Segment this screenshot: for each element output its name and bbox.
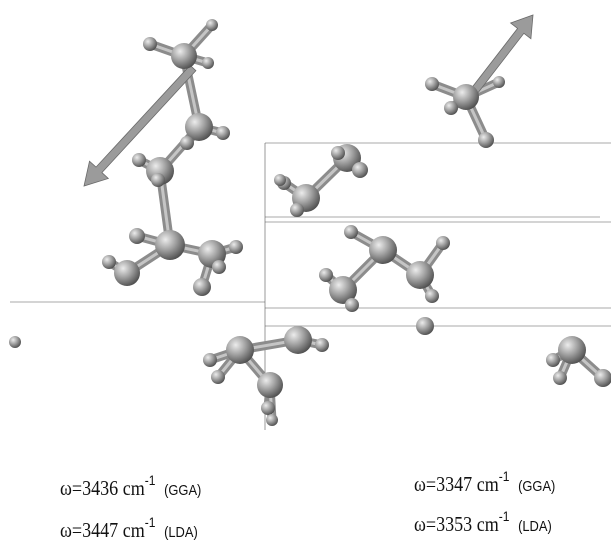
unit-exponent: -1	[498, 468, 510, 484]
carbon-atom	[114, 260, 140, 286]
carbon-atom	[171, 43, 197, 69]
method-label: (LDA)	[518, 518, 552, 535]
carbon-atom	[369, 236, 397, 264]
hydrogen-atom	[444, 101, 458, 115]
carbon-atom	[226, 336, 254, 364]
hydrogen-atom	[266, 414, 278, 426]
hydrogen-atom	[331, 146, 345, 160]
left-freq-lda-label: ω=3447 cm-1 (LDA)	[60, 514, 198, 543]
freq-value: 3347	[436, 472, 473, 496]
freq-unit: cm	[122, 476, 145, 500]
carbon-atom	[406, 261, 434, 289]
carbon-atom	[329, 276, 357, 304]
hydrogen-atom	[203, 353, 217, 367]
omega-symbol: ω=	[60, 518, 83, 542]
hydrogen-atom	[352, 162, 368, 178]
hydrogen-atom	[129, 228, 145, 244]
carbon-atom	[453, 84, 479, 110]
freq-unit: cm	[476, 472, 499, 496]
hydrogen-atom	[436, 236, 450, 250]
hydrogen-atom	[202, 57, 214, 69]
hydrogen-atom	[132, 153, 146, 167]
hydrogen-atom	[212, 260, 226, 274]
hydrogen-atom	[319, 268, 333, 282]
atoms	[9, 19, 611, 426]
left-freq-gga-label: ω=3436 cm-1 (GGA)	[60, 472, 202, 501]
hydrogen-atom	[193, 278, 211, 296]
hydrogen-atom	[546, 353, 560, 367]
unit-exponent: -1	[498, 508, 510, 524]
omega-symbol: ω=	[60, 476, 83, 500]
method-label: (LDA)	[164, 524, 198, 541]
hydrogen-atom	[425, 289, 439, 303]
freq-unit: cm	[122, 518, 145, 542]
freq-value: 3447	[82, 518, 119, 542]
hydrogen-atom	[206, 19, 218, 31]
hydrogen-atom	[493, 76, 505, 88]
hydrogen-atom	[180, 136, 194, 150]
hydrogen-atom	[261, 401, 275, 415]
displacement-arrow	[468, 14, 534, 97]
hydrogen-atom	[9, 336, 21, 348]
hydrogen-atom	[143, 37, 157, 51]
hydrogen-atom	[425, 77, 439, 91]
unit-exponent: -1	[144, 472, 156, 488]
hydrogen-atom	[151, 173, 165, 187]
freq-value: 3436	[82, 476, 119, 500]
hydrogen-atom	[229, 240, 243, 254]
hydrogen-atom	[478, 132, 494, 148]
freq-unit: cm	[476, 512, 499, 536]
hydrogen-atom	[290, 203, 304, 217]
hydrogen-atom	[416, 317, 434, 335]
hydrogen-atom	[344, 225, 358, 239]
freq-value: 3353	[436, 512, 473, 536]
omega-symbol: ω=	[414, 512, 437, 536]
carbon-atom	[558, 336, 586, 364]
right-freq-gga-label: ω=3347 cm-1 (GGA)	[414, 468, 556, 497]
hydrogen-atom	[553, 371, 567, 385]
hydrogen-atom	[274, 174, 286, 186]
omega-symbol: ω=	[414, 472, 437, 496]
hydrogen-atom	[594, 369, 611, 387]
unit-exponent: -1	[144, 514, 156, 530]
carbon-atom	[185, 113, 213, 141]
displacement-arrow	[83, 64, 197, 187]
displacement-arrows	[83, 14, 534, 187]
method-label: (GGA)	[164, 482, 202, 499]
hydrogen-atom	[211, 370, 225, 384]
carbon-atom	[155, 230, 185, 260]
hydrogen-atom	[345, 298, 359, 312]
hydrogen-atom	[315, 338, 329, 352]
hydrogen-atom	[102, 255, 116, 269]
method-label: (GGA)	[518, 478, 556, 495]
right-freq-lda-label: ω=3353 cm-1 (LDA)	[414, 508, 552, 537]
panel-dividers	[10, 142, 611, 430]
hydrogen-atom	[216, 126, 230, 140]
carbon-atom	[257, 372, 283, 398]
carbon-atom	[284, 326, 312, 354]
